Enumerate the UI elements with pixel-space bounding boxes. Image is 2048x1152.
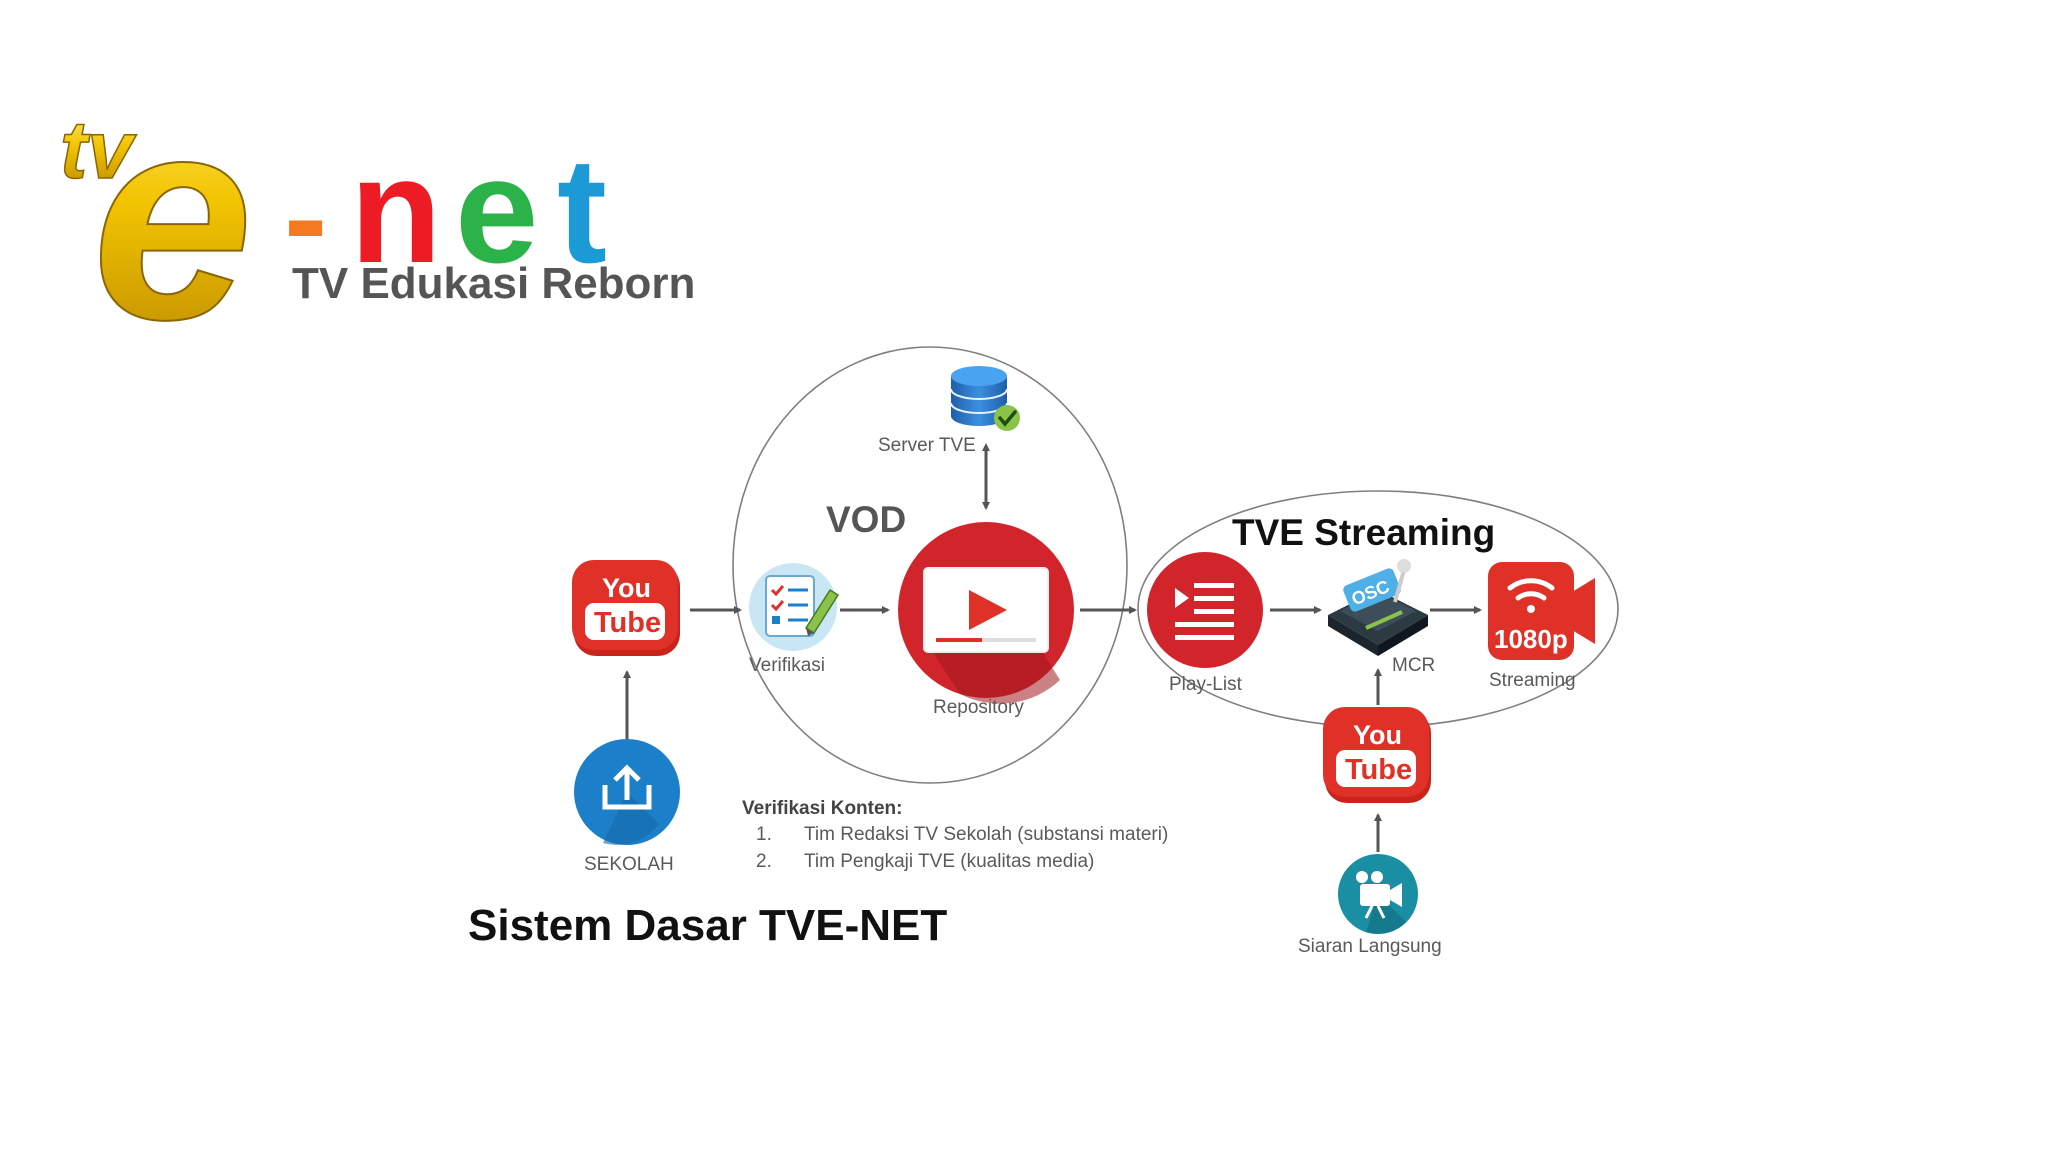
broadcast-switcher-icon: OSC [1328,559,1428,656]
live-broadcast-node[interactable]: Siaran Langsung [1298,854,1442,957]
logo-dash: - [284,144,327,290]
verification-item-number: 2. [756,851,772,872]
verification-item-number: 1. [756,824,772,845]
checklist-icon [749,563,840,651]
logo-t: t [557,126,607,294]
video-player-icon [898,522,1074,704]
upload-icon [574,739,680,845]
video-camera-icon [1338,854,1418,934]
mcr-label: MCR [1392,655,1435,676]
playlist-icon [1147,552,1263,668]
hd-camera-icon: 1080p [1488,562,1595,660]
server-node[interactable]: Server TVE [878,366,1020,456]
repository-label: Repository [933,697,1024,718]
server-label: Server TVE [878,435,976,456]
streaming-label: Streaming [1489,670,1576,691]
live-broadcast-label: Siaran Langsung [1298,936,1442,957]
youtube-icon: You Tube [572,560,680,656]
youtube-icon: You Tube [1323,707,1431,803]
logo-tagline: TV Edukasi Reborn [292,259,695,308]
playlist-node[interactable]: Play-List [1147,552,1263,695]
database-icon [950,366,1020,431]
tve-streaming-title: TVE Streaming [1232,512,1495,553]
flow-arrows [623,443,1482,852]
youtube-tube-text: Tube [594,607,661,639]
youtube-you-text: You [1353,720,1402,750]
vod-title: VOD [826,499,906,540]
logo: tv e - n e t TV Edukasi Reborn [59,55,695,381]
youtube-tube-text: Tube [1345,754,1412,786]
sekolah-label: SEKOLAH [584,854,674,875]
youtube-live-node[interactable]: You Tube [1323,707,1431,803]
sekolah-node[interactable]: SEKOLAH [574,739,680,875]
verification-note: Verifikasi Konten: 1. Tim Redaksi TV Sek… [742,798,1168,872]
verification-item-text: Tim Redaksi TV Sekolah (substansi materi… [804,824,1168,845]
logo-e: e [92,56,253,380]
verifikasi-node[interactable]: Verifikasi [749,563,840,676]
playlist-label: Play-List [1169,674,1243,695]
diagram-caption: Sistem Dasar TVE-NET [468,901,947,950]
youtube-upload-node[interactable]: You Tube [572,560,680,656]
verification-item-text: Tim Pengkaji TVE (kualitas media) [804,851,1094,872]
repository-node[interactable]: Repository [898,522,1074,718]
verification-title: Verifikasi Konten: [742,798,903,819]
hd-badge-text: 1080p [1494,624,1568,654]
streaming-node[interactable]: 1080p Streaming [1488,562,1595,691]
youtube-you-text: You [602,573,651,603]
logo-e-green: e [455,126,538,294]
verifikasi-label: Verifikasi [749,655,825,676]
vod-group-ellipse [732,346,1128,784]
logo-n: n [350,126,442,294]
mcr-node[interactable]: OSC MCR [1328,559,1435,676]
logo-tv: tv [60,105,137,196]
